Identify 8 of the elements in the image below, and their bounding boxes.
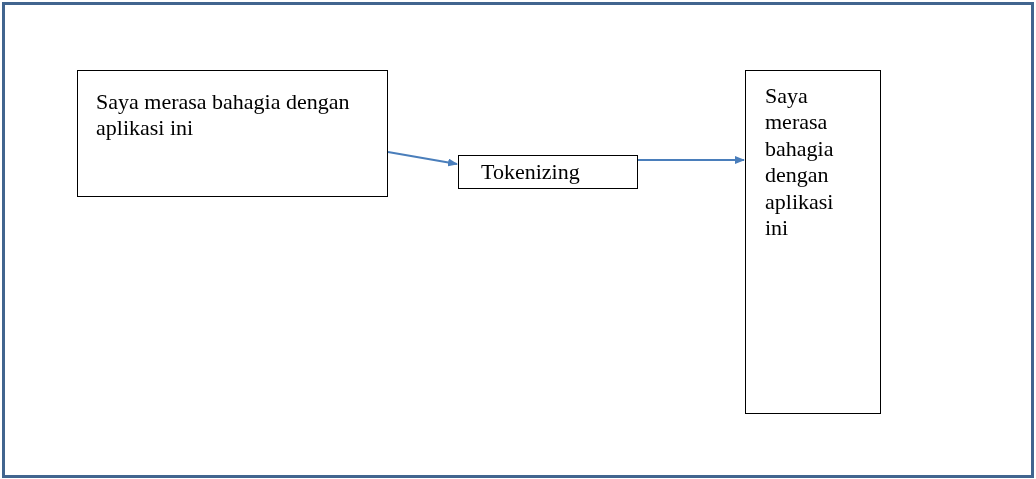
arrow bbox=[387, 151, 458, 167]
box-text: Saya merasa bahagia dengan aplikasi ini bbox=[765, 83, 835, 242]
process-box bbox=[77, 70, 388, 197]
box-text: Tokenizing bbox=[481, 159, 581, 186]
box-text: Saya merasa bahagia dengan aplikasi ini bbox=[96, 89, 351, 142]
process-box bbox=[458, 155, 638, 189]
arrow bbox=[637, 156, 745, 164]
process-box bbox=[745, 70, 881, 414]
